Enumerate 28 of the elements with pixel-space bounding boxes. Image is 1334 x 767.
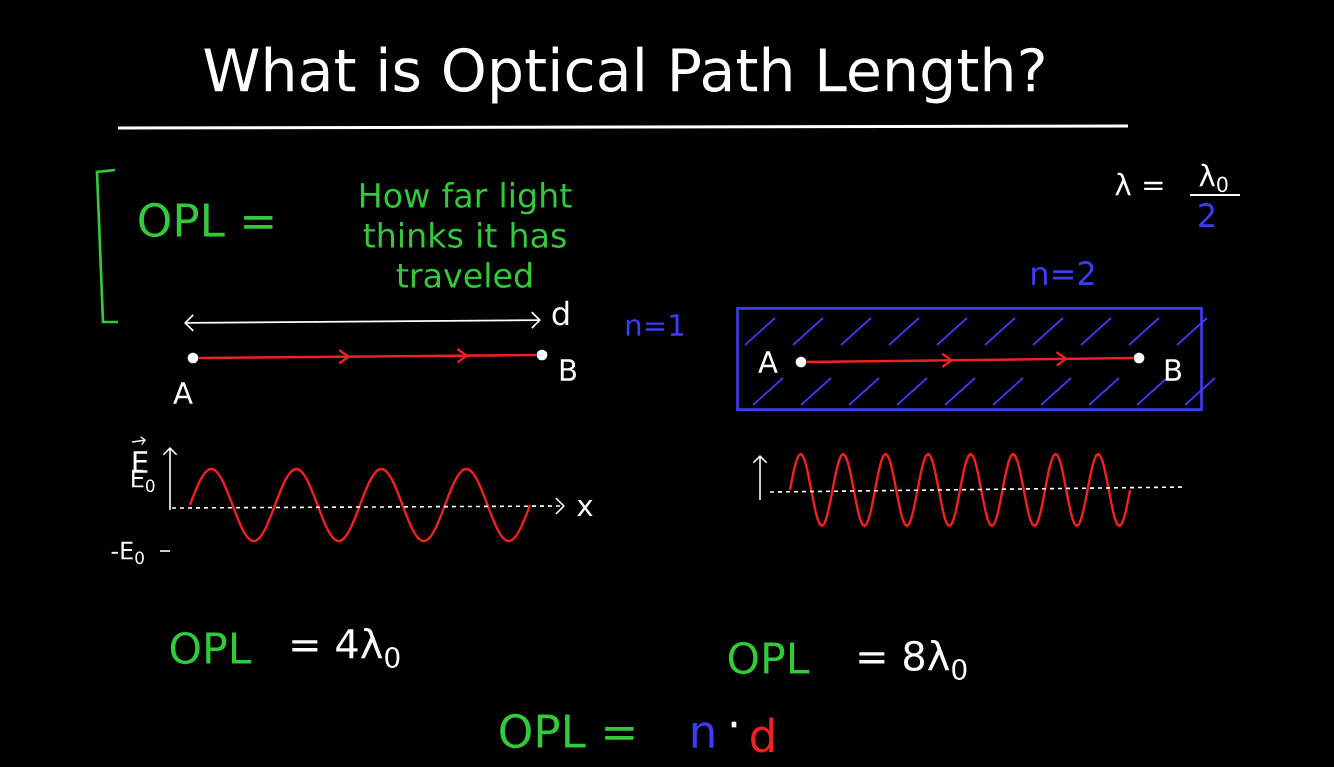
point bbox=[1133, 352, 1145, 364]
formula-text: OPL bbox=[170, 631, 252, 665]
formula-text: d bbox=[751, 717, 774, 753]
formula-text: · bbox=[731, 721, 737, 728]
point bbox=[187, 352, 199, 364]
point-label: A bbox=[758, 351, 778, 373]
point-label: A bbox=[173, 382, 193, 404]
amplitude-label: -E$_{0}$ bbox=[111, 541, 144, 565]
formula-text: n bbox=[692, 722, 714, 748]
point-label: B bbox=[560, 359, 576, 381]
medium-box bbox=[736, 307, 1216, 411]
formula-text: OPL = bbox=[500, 713, 634, 749]
axis-label: x bbox=[577, 500, 593, 517]
formula-text: λ = bbox=[1115, 172, 1163, 196]
formula-text: 2 bbox=[1199, 203, 1214, 227]
title: What is Optical Path Length? bbox=[204, 46, 1044, 104]
distance-label: d bbox=[552, 300, 569, 326]
formula-text: λ$_{0}$ bbox=[1199, 163, 1228, 193]
formula-text: OPL bbox=[728, 641, 810, 675]
point bbox=[536, 349, 548, 361]
index-label: n=2 bbox=[1032, 261, 1094, 285]
definition-text: How far light thinks it has traveled bbox=[360, 182, 572, 288]
formula-text: OPL = bbox=[139, 202, 273, 238]
formula-text: = 4λ$_{0}$ bbox=[292, 627, 400, 669]
index-label: n=1 bbox=[626, 314, 684, 336]
formula-text: = 8λ$_{0}$ bbox=[859, 639, 967, 681]
point-label: B bbox=[1165, 359, 1181, 381]
point bbox=[795, 356, 807, 368]
